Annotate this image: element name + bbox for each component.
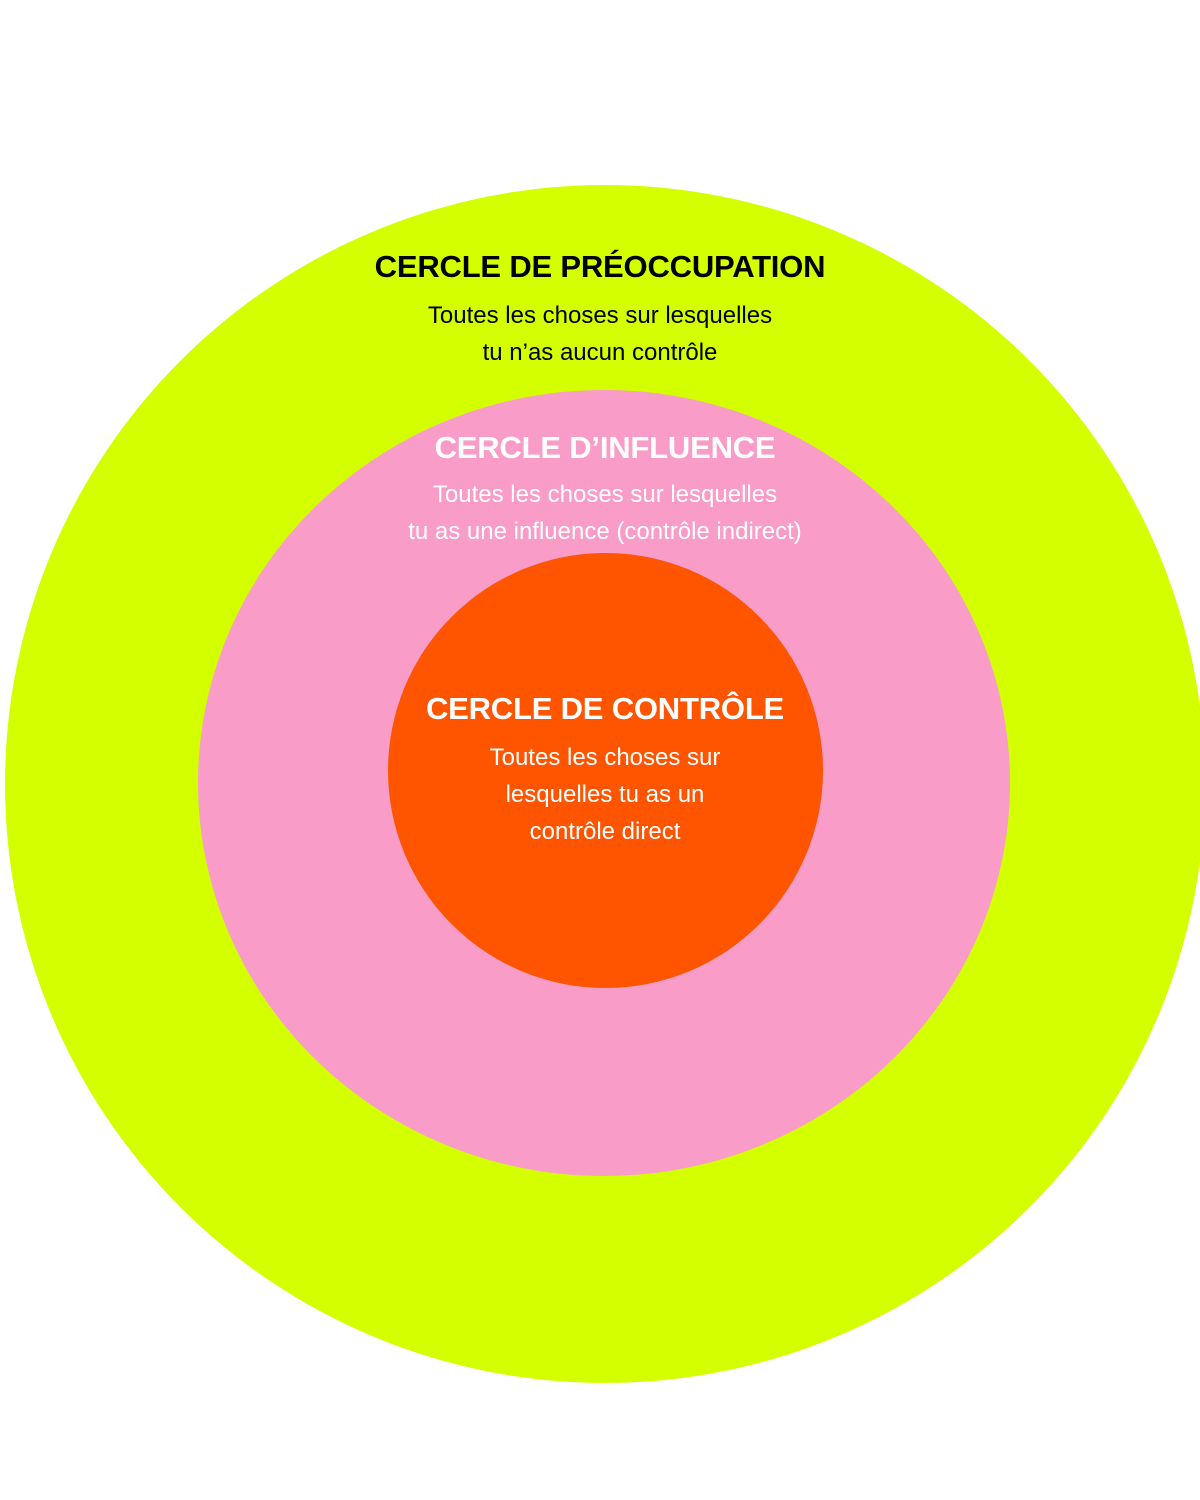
control-description-line: Toutes les choses sur [489,744,721,771]
control-description-line: contrôle direct [529,818,681,845]
concern-title: CERCLE DE PRÉOCCUPATION [374,249,826,284]
concern-label-block: CERCLE DE PRÉOCCUPATION Toutes les chose… [300,249,900,371]
influence-label-block: CERCLE D’INFLUENCE Toutes les choses sur… [340,430,870,550]
circle-of-control [388,553,823,988]
control-description: Toutes les choses sur lesquelles tu as u… [400,739,810,850]
concern-description: Toutes les choses sur lesquelles tu n’as… [300,297,900,371]
influence-description: Toutes les choses sur lesquelles tu as u… [340,476,870,550]
control-description-line: lesquelles tu as un [505,781,705,808]
concern-description-line: Toutes les choses sur lesquelles [427,302,773,329]
influence-description-line: tu as une influence (contrôle indirect) [408,518,802,545]
influence-description-line: Toutes les choses sur lesquelles [432,481,778,508]
influence-title: CERCLE D’INFLUENCE [434,430,776,465]
concern-description-line: tu n’as aucun contrôle [482,339,718,366]
control-label-block: CERCLE DE CONTRÔLE Toutes les choses sur… [400,691,810,850]
control-title: CERCLE DE CONTRÔLE [425,691,785,726]
